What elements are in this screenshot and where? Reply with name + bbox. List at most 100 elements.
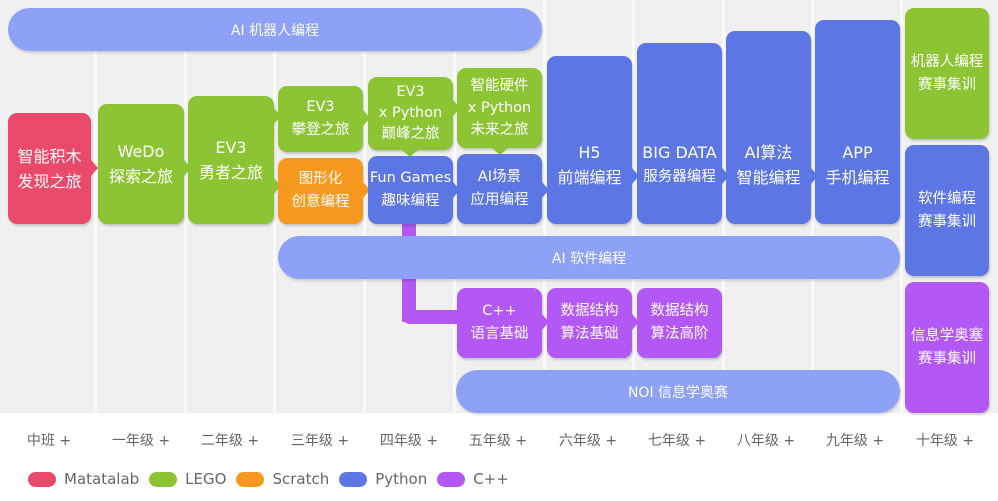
course-scratch[interactable]: 图形化 创意编程 [278,158,363,224]
course-subtitle: x Python [378,105,443,121]
arrow-right-icon [363,182,370,198]
course-cpp-basics[interactable]: C++ 语言基础 [457,288,542,358]
course-subtitle: 探索之旅 [108,167,173,186]
course-subtitle: 勇者之旅 [198,163,263,182]
grade-label: 中班 + [26,433,72,449]
course-subtitle: 应用编程 [470,192,529,208]
arrow-right-icon [363,110,370,126]
course-title: 机器人编程 [910,53,984,70]
column-divider [811,0,814,413]
course-title: 信息学奥塞 [910,327,984,344]
grade-label: 七年级 + [647,433,707,449]
course-subtitle: 算法基础 [560,326,619,342]
legend-swatch [236,471,265,487]
course-title: H5 [578,143,601,162]
course-subtitle: 服务器编程 [643,169,716,185]
course-app[interactable]: APP 手机编程 [815,20,900,224]
course-title: C++ [482,303,517,319]
course-ev3-brave[interactable]: EV3 勇者之旅 [188,96,274,224]
course-text: AI算法 智能编程 [736,140,800,190]
arrow-right-icon [632,314,639,330]
course-h5[interactable]: H5 前端编程 [547,56,632,224]
legend-label: Scratch [272,470,330,488]
course-fun-games[interactable]: Fun Games 趣味编程 [368,156,453,224]
legend-swatch [437,471,466,487]
grade-label: 十年级 + [915,433,975,449]
course-hardware-python[interactable]: 智能硬件 x Python 未来之旅 [457,68,542,148]
course-subtitle: 语言基础 [470,326,529,342]
course-subtitle: 赛事集训 [918,213,976,230]
cpp-path-connector [402,310,462,324]
course-subtitle: 手机编程 [825,168,890,187]
course-subtitle: 巅峰之旅 [381,126,440,142]
legend-swatch [339,471,368,487]
arrow-down-icon [402,150,418,157]
arrow-right-icon [542,314,549,330]
grade-label: 二年级 + [200,433,260,449]
grade-label: 三年级 + [290,433,350,449]
grade-label: 九年级 + [825,433,885,449]
course-title: EV3 [306,99,335,115]
grade-label: 五年级 + [468,433,528,449]
column-divider [453,52,456,413]
course-subtitle: 前端编程 [557,168,622,187]
grade-label: 四年级 + [379,433,439,449]
column-divider [94,52,97,413]
course-ev3-python[interactable]: EV3 x Python 巅峰之旅 [368,77,453,150]
arrow-right-icon [184,160,191,176]
course-ds-advanced[interactable]: 数据结构 算法高阶 [637,288,722,358]
course-subtitle: 攀登之旅 [291,122,350,138]
course-ai-scene[interactable]: AI场景 应用编程 [457,154,542,224]
legend-item: LEGO [149,470,226,488]
column-divider [184,52,187,413]
arrow-right-icon [274,178,281,194]
course-title: APP [842,143,873,162]
contest-software-training[interactable]: 软件编程 赛事集训 [905,145,989,276]
column-divider [632,0,635,413]
column-divider [543,0,546,413]
arrow-right-icon [274,108,281,124]
track-label: NOI 信息学奥赛 [627,384,729,401]
track-noi: NOI 信息学奥赛 [456,370,900,413]
column-divider [273,52,276,413]
track-label: AI 机器人编程 [230,22,320,39]
legend-item: Matatalab [28,470,139,488]
arrow-right-icon [453,100,460,116]
legend-item: C++ [437,470,509,488]
contest-noi-training[interactable]: 信息学奥塞 赛事集训 [905,282,989,413]
course-text: BIG DATA 服务器编程 [642,140,716,190]
course-title: 智能积木 [17,146,82,166]
column-divider [900,0,903,413]
arrow-right-icon [811,168,818,184]
contest-robot-training[interactable]: 机器人编程 赛事集训 [905,8,989,139]
course-wedo[interactable]: WeDo 探索之旅 [98,104,184,224]
track-label: AI 软件编程 [551,250,627,267]
course-title: AI算法 [744,143,793,162]
course-ev3-climb[interactable]: EV3 攀登之旅 [278,86,363,152]
course-smart-blocks[interactable]: 智能积木 发现之旅 [8,113,91,224]
course-subtitle: 赛事集训 [918,76,976,93]
legend: Matatalab LEGO Scratch Python C++ [28,470,519,488]
legend-label: Matatalab [64,470,140,488]
column-divider [722,0,725,413]
arrow-right-icon [91,160,98,176]
legend-item: Scratch [236,470,329,488]
legend-label: LEGO [185,470,227,488]
legend-label: Python [375,470,428,488]
course-title: 数据结构 [650,303,709,319]
course-subtitle: 赛事集训 [918,350,976,367]
column-divider [363,52,366,413]
course-subtitle: 发现之旅 [17,171,82,191]
course-ds-basics[interactable]: 数据结构 算法基础 [547,288,632,358]
course-title: 软件编程 [918,190,976,207]
course-title: 智能硬件 [470,78,529,94]
course-text: APP 手机编程 [825,140,889,190]
course-subtitle: 智能编程 [736,168,801,187]
legend-swatch [149,471,178,487]
legend-label: C++ [473,470,509,488]
track-robot-programming: AI 机器人编程 [8,8,542,51]
grade-label: 六年级 + [558,433,618,449]
legend-swatch [28,471,56,487]
course-ai-algorithm[interactable]: AI算法 智能编程 [726,31,811,224]
course-big-data[interactable]: BIG DATA 服务器编程 [637,43,722,224]
